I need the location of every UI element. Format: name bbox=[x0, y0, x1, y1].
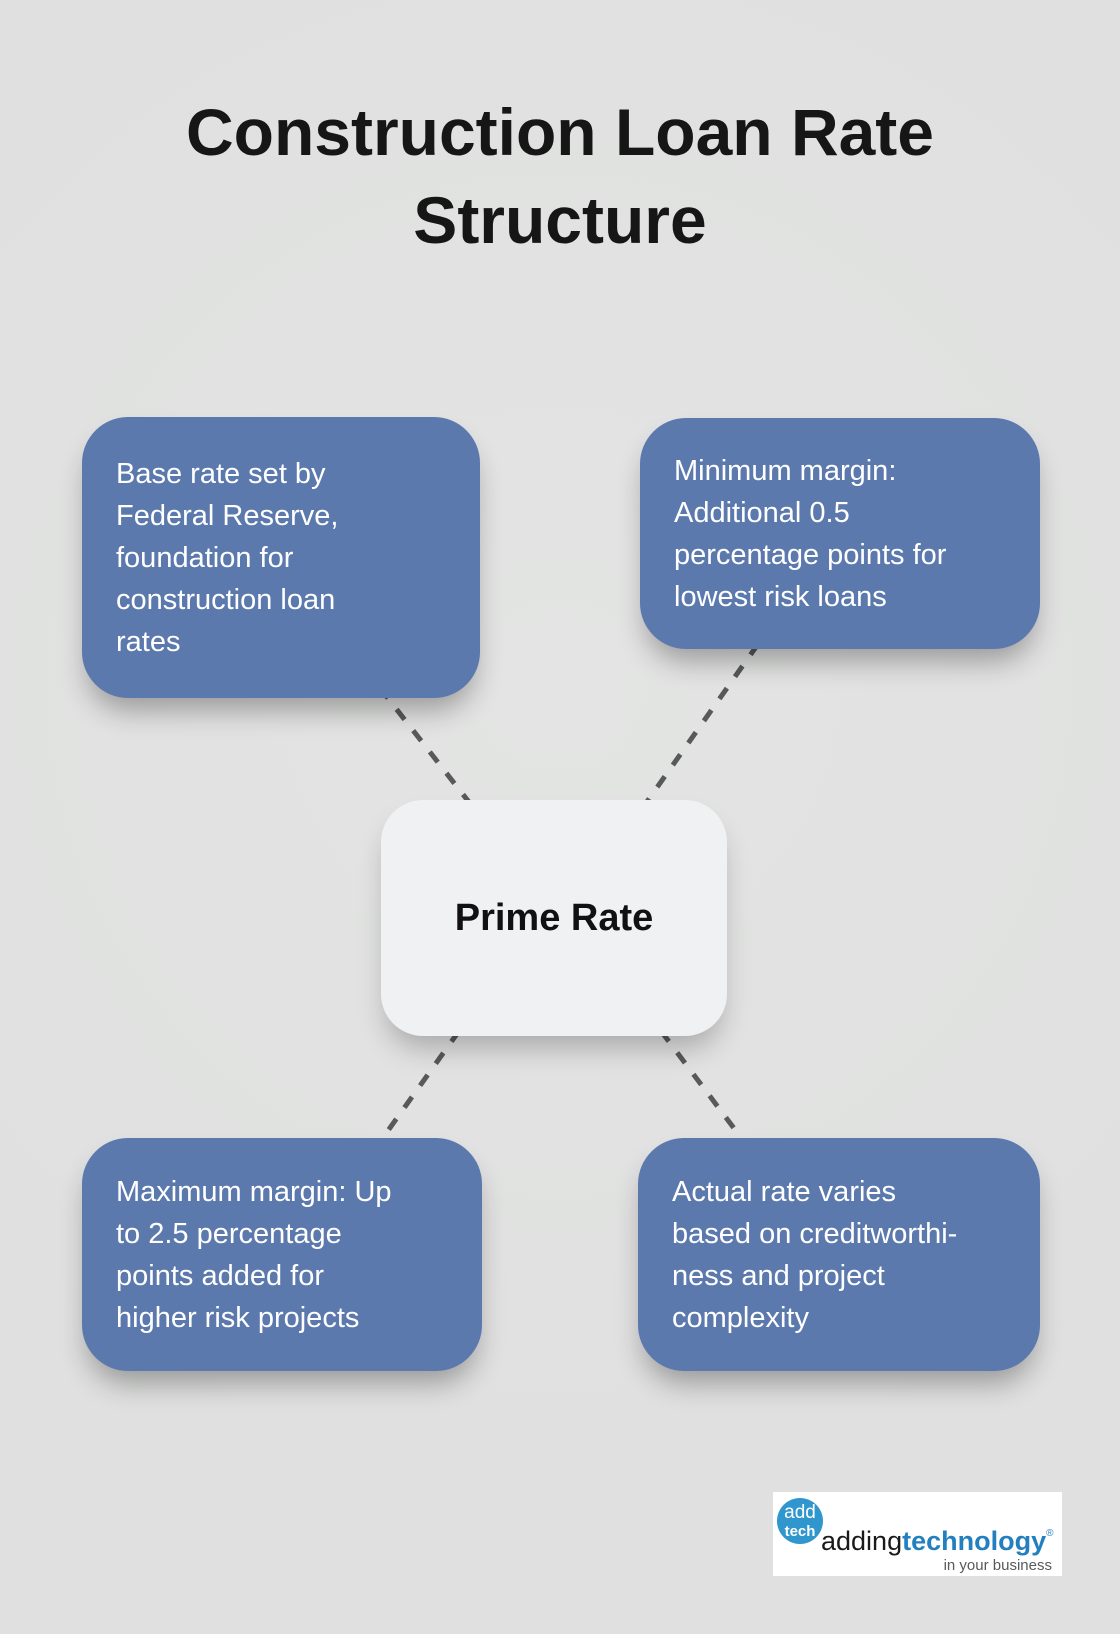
node-minimum-margin-text: Minimum margin: Additional 0.5 percentag… bbox=[674, 454, 947, 613]
connector-top-left bbox=[378, 686, 474, 808]
logo-wordmark-prefix: adding bbox=[821, 1526, 903, 1556]
logo-wordmark: addingtechnology® bbox=[821, 1528, 1053, 1555]
connector-bottom-left bbox=[379, 1029, 462, 1141]
node-base-rate: Base rate set by Federal Reserve, founda… bbox=[82, 417, 480, 698]
connector-top-right bbox=[641, 642, 761, 808]
node-base-rate-text: Base rate set by Federal Reserve, founda… bbox=[116, 457, 339, 658]
addtech-logo: add tech addingtechnology® in your busin… bbox=[773, 1492, 1062, 1576]
logo-trademark-icon: ® bbox=[1046, 1528, 1054, 1539]
node-actual-rate-text: Actual rate varies based on creditworthi… bbox=[672, 1175, 958, 1334]
connector-bottom-right bbox=[659, 1029, 744, 1141]
node-actual-rate: Actual rate varies based on creditworthi… bbox=[638, 1138, 1040, 1371]
node-maximum-margin-text: Maximum margin: Up to 2.5 percentage poi… bbox=[116, 1175, 392, 1334]
logo-badge-line1: add bbox=[784, 1502, 816, 1523]
logo-badge-line2: tech bbox=[784, 1523, 816, 1540]
node-minimum-margin: Minimum margin: Additional 0.5 percentag… bbox=[640, 418, 1040, 649]
addtech-logo-badge-icon: add tech bbox=[777, 1498, 823, 1544]
page-title: Construction Loan Rate Structure bbox=[185, 95, 934, 258]
node-prime-rate-label: Prime Rate bbox=[454, 896, 654, 939]
node-maximum-margin: Maximum margin: Up to 2.5 percentage poi… bbox=[82, 1138, 482, 1371]
logo-wordmark-suffix: technology bbox=[902, 1526, 1047, 1556]
logo-tagline: in your business bbox=[943, 1557, 1052, 1574]
node-prime-rate: Prime Rate bbox=[381, 800, 727, 1036]
